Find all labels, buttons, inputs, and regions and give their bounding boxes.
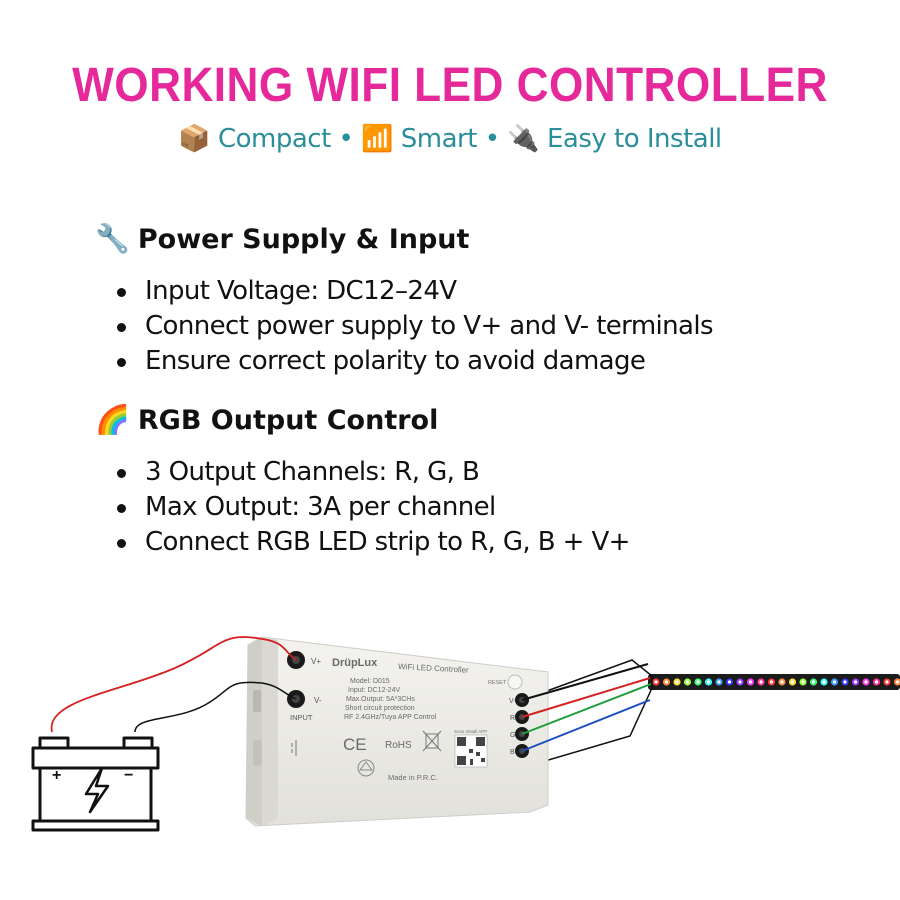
spec-line: RF 2.4GHz/Tuya APP Control (344, 714, 437, 721)
list-item: 3 Output Channels: R, G, B (112, 455, 630, 490)
spec-line: Input: DC12-24V (348, 687, 400, 694)
spec-line: Short circuit protection (345, 705, 415, 712)
page-title: WORKING WIFI LED CONTROLLER (72, 59, 828, 112)
led-highlight (727, 680, 732, 684)
feature-list: 📦 Compact • 📶 Smart • 🔌 Easy to Install (0, 124, 900, 154)
feature-compact: Compact (217, 124, 331, 154)
product-name: WiFi LED Controller (398, 662, 469, 675)
spec-line: Max.Output: 5A*3CHs (346, 696, 415, 703)
led-highlight (696, 680, 700, 684)
led-highlight (706, 680, 711, 684)
rohs-mark: RoHS (385, 740, 412, 751)
led-highlight (885, 680, 889, 684)
battery-plus-label: + (52, 767, 61, 784)
led-highlight (853, 680, 858, 684)
led-highlight (822, 680, 826, 684)
led-highlight (801, 680, 805, 684)
wire-green (521, 683, 652, 735)
list-item: Connect RGB LED strip to R, G, B + V+ (112, 525, 630, 560)
wire-vplus (521, 663, 649, 701)
output-wire-bundle (521, 659, 653, 767)
controller-device: V+ V- INPUT DrüpLux WiFi LED Controller … (245, 636, 549, 827)
led-highlight (790, 680, 795, 684)
list-item: Input Voltage: DC12–24V (112, 274, 713, 309)
led-highlight (832, 680, 837, 684)
input-vminus-label: V- (314, 696, 322, 705)
section-title: Power Supply & Input (137, 224, 470, 255)
led-highlight (738, 680, 742, 684)
section-heading-rgb: 🌈RGB Output Control (95, 403, 438, 436)
led-highlight (759, 680, 763, 684)
recycle-icon (357, 759, 375, 777)
led-highlight (654, 680, 658, 684)
section-heading-power: 🔧Power Supply & Input (95, 222, 469, 255)
qr-code (454, 734, 488, 768)
box-icon: 📦 (178, 124, 211, 154)
list-item: Max Output: 3A per channel (112, 490, 630, 525)
reset-label: RESET (488, 680, 507, 686)
signal-icon: 📶 (361, 124, 394, 154)
led-highlight (811, 680, 816, 684)
list-item: Ensure correct polarity to avoid damage (112, 344, 713, 379)
battery-minus-label: − (124, 767, 133, 784)
led-highlight (675, 680, 679, 684)
wire-negative (134, 681, 297, 733)
rgb-bullet-list: 3 Output Channels: R, G, B Max Output: 3… (112, 455, 630, 560)
led-highlight (780, 680, 784, 684)
led-highlight (864, 680, 868, 684)
led-highlight (717, 680, 721, 684)
battery-icon (31, 736, 160, 832)
ce-mark: CE (343, 735, 367, 754)
led-highlight (685, 680, 690, 684)
led-strip (648, 674, 900, 690)
spec-line: Model: D015 (350, 678, 390, 685)
qr-caption: Scan Install APP (454, 729, 487, 734)
power-bullet-list: Input Voltage: DC12–24V Connect power su… (112, 274, 714, 379)
wire-positive (50, 636, 297, 733)
input-vplus-label: V+ (311, 657, 321, 666)
rainbow-icon: 🌈 (95, 403, 130, 436)
separator: • (484, 124, 500, 154)
wire-red (521, 677, 651, 718)
separator: • (338, 124, 354, 154)
brand-logo: DrüpLux (332, 657, 378, 669)
led-highlight (874, 680, 879, 684)
wrench-icon: 🔧 (95, 222, 130, 255)
feature-easy-install: Easy to Install (546, 124, 722, 154)
led-highlight (769, 680, 774, 684)
reset-button[interactable] (507, 674, 523, 690)
input-label: INPUT (290, 713, 313, 722)
list-item: Connect power supply to V+ and V- termin… (112, 309, 714, 344)
led-highlight (843, 680, 847, 684)
output-label-g: G (510, 732, 515, 739)
output-label-b: B (510, 749, 515, 756)
led-highlight (895, 680, 900, 684)
weee-bin-icon (422, 730, 442, 752)
led-highlight (664, 680, 669, 684)
made-in-label: Made in P.R.C. (388, 773, 438, 782)
feature-smart: Smart (400, 124, 478, 154)
led-highlight (748, 680, 753, 684)
wire-blue (521, 699, 651, 752)
output-label-r: R (510, 715, 515, 722)
plug-icon: 🔌 (507, 124, 540, 154)
dc-symbol-icon (291, 740, 297, 756)
section-title: RGB Output Control (137, 405, 439, 436)
output-label-vplus: V+ (509, 698, 518, 705)
